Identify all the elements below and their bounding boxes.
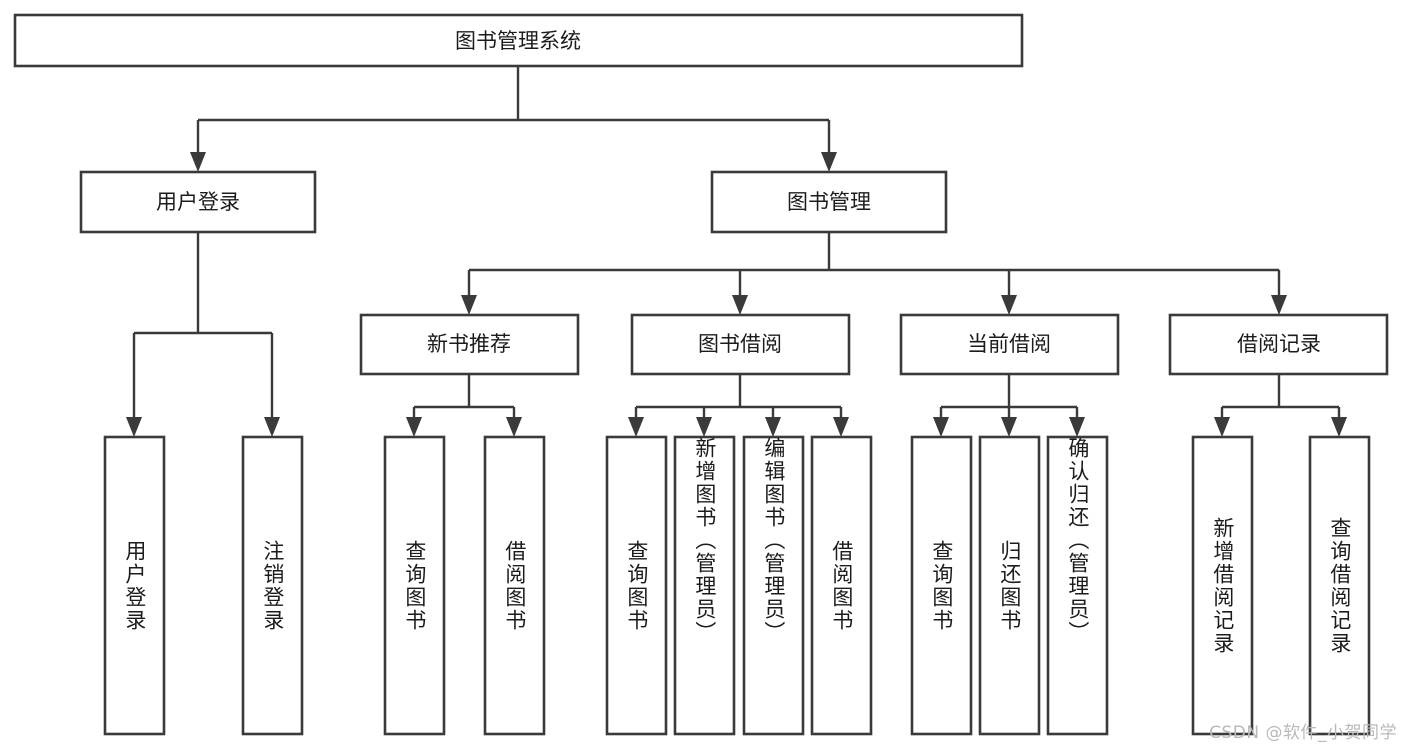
arrow-head-leaf-u2 <box>264 417 280 437</box>
node-box-current-borrow[interactable] <box>899 313 1120 376</box>
node-layer: 图书管理系统 用户登录 图书管理 新书推荐 图书借阅 当前借阅 借阅记录 <box>13 13 1389 736</box>
node-box-book-borrow[interactable] <box>630 313 851 376</box>
arrow-head-leaf-n1 <box>406 417 422 437</box>
arrow-head-leaf-c2 <box>1001 417 1017 437</box>
node-box-borrow-record[interactable] <box>1168 313 1389 376</box>
node-label-new-book-recommend: 新书推荐 <box>427 332 511 356</box>
leaf-box-current-borrow-1[interactable] <box>910 435 973 736</box>
arrow-head-book-manage <box>821 152 837 172</box>
arrow-head-leaf-b3 <box>765 417 781 437</box>
leaf-box-user-login-2[interactable] <box>241 435 304 736</box>
leaf-box-book-borrow-1[interactable] <box>605 435 668 736</box>
node-box-root[interactable] <box>13 13 1024 68</box>
arrow-head-leaf-b2 <box>696 417 712 437</box>
connector-layer <box>126 66 1347 437</box>
node-label-user-login: 用户登录 <box>156 190 240 214</box>
arrow-head-user-login <box>190 152 206 172</box>
node-label-book-borrow: 图书借阅 <box>698 332 782 356</box>
node-box-book-manage[interactable] <box>710 170 948 234</box>
arrow-head-leaf-r2 <box>1331 417 1347 437</box>
leaf-box-user-login-1[interactable] <box>103 435 166 736</box>
arrow-head-new-book <box>461 295 477 315</box>
watermark-label: CSDN @软件_小贺同学 <box>1209 723 1397 743</box>
arrow-head-leaf-c1 <box>933 417 949 437</box>
arrow-head-borrow-record <box>1271 295 1287 315</box>
arrow-head-book-borrow <box>732 295 748 315</box>
node-label-book-manage: 图书管理 <box>787 190 871 214</box>
arrow-head-current-borrow <box>1001 295 1017 315</box>
leaf-box-borrow-record-1[interactable] <box>1191 435 1254 736</box>
node-label-current-borrow: 当前借阅 <box>967 332 1051 356</box>
arrow-head-leaf-u1 <box>126 417 142 437</box>
arrow-head-leaf-b1 <box>628 417 644 437</box>
leaf-box-current-borrow-3[interactable] <box>1046 435 1109 736</box>
node-box-user-login[interactable] <box>79 170 317 234</box>
leaf-box-book-borrow-3[interactable] <box>742 435 805 736</box>
node-label-root: 图书管理系统 <box>455 29 581 53</box>
leaf-box-book-borrow-4[interactable] <box>810 435 873 736</box>
leaf-box-new-book-2[interactable] <box>483 435 546 736</box>
leaf-box-borrow-record-2[interactable] <box>1308 435 1371 736</box>
leaf-box-new-book-1[interactable] <box>383 435 446 736</box>
leaf-box-book-borrow-2[interactable] <box>673 435 736 736</box>
node-label-borrow-record: 借阅记录 <box>1237 332 1321 356</box>
arrow-head-leaf-n2 <box>506 417 522 437</box>
arrow-head-leaf-r1 <box>1214 417 1230 437</box>
leaf-box-current-borrow-2[interactable] <box>978 435 1041 736</box>
arrow-head-leaf-c3 <box>1069 417 1085 437</box>
node-box-new-book-recommend[interactable] <box>359 313 580 376</box>
arrow-head-leaf-b4 <box>833 417 849 437</box>
